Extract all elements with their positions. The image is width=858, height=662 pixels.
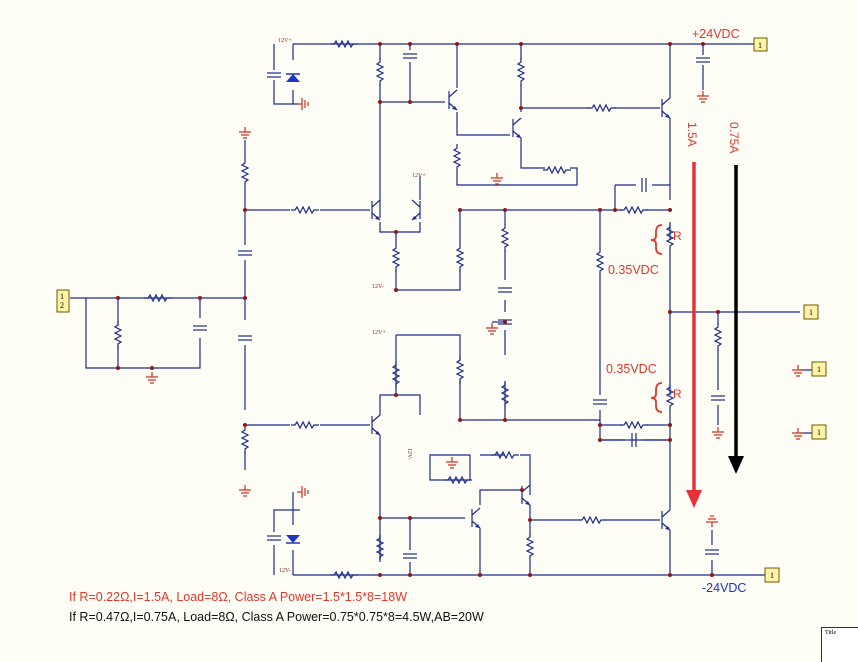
ground-port-a[interactable]: 1	[811, 361, 827, 377]
resistor-label-bottom: R	[673, 387, 682, 401]
rail-label-12v-neg-bot: 12V-	[279, 568, 291, 574]
rail-label-12v-neg-mid: 12V-	[372, 284, 384, 290]
title-block-label: Title	[825, 630, 837, 636]
current-arrow-black-head	[728, 456, 744, 474]
title-block: Title	[821, 627, 858, 662]
svg-text:1: 1	[817, 428, 821, 437]
note-red: If R=0.22Ω,I=1.5A, Load=8Ω, Class A Powe…	[69, 590, 408, 604]
svg-text:1: 1	[817, 365, 821, 374]
svg-text:1: 1	[758, 41, 762, 50]
supply-pos-label: +24VDC	[692, 27, 740, 41]
pos-supply-port[interactable]: 1	[753, 37, 768, 52]
ground-port-b[interactable]: 1	[811, 424, 827, 440]
rail-label-12v-pos-top: 12V+	[278, 38, 292, 44]
brace-bottom	[650, 382, 663, 413]
resistor-label-top: R	[673, 229, 682, 243]
current-label-red: 1.5A	[685, 122, 699, 147]
current-label-black: 0.75A	[727, 122, 741, 153]
svg-text:1: 1	[809, 308, 813, 317]
rail-label-12v-pos-mid: 12V+	[412, 173, 426, 179]
current-arrow-red-head	[686, 490, 702, 508]
rail-label-12v-neg-vert: 12V-	[406, 448, 412, 460]
voltage-label-bottom: 0.35VDC	[606, 362, 657, 376]
voltage-label-top: 0.35VDC	[608, 263, 659, 277]
output-port[interactable]: 1	[803, 304, 819, 320]
brace-top	[650, 224, 663, 255]
svg-text:12: 12	[60, 292, 64, 310]
note-black: If R=0.47Ω,I=0.75A, Load=8Ω, Class A Pow…	[69, 610, 484, 624]
supply-neg-label: -24VDC	[702, 581, 746, 595]
rail-label-12v-pos-mid2: 12V+	[372, 330, 386, 336]
neg-supply-port[interactable]: 1	[764, 567, 780, 583]
svg-text:1: 1	[770, 571, 774, 580]
